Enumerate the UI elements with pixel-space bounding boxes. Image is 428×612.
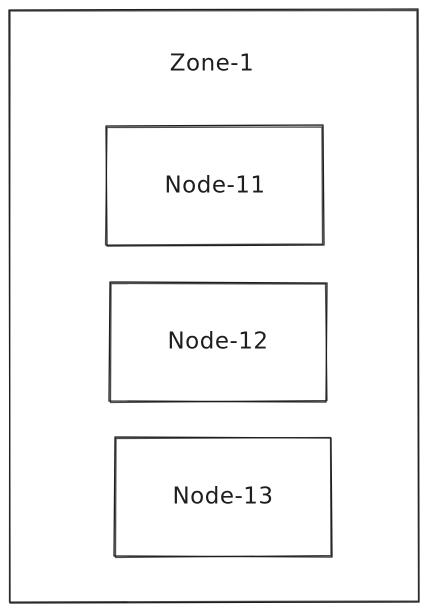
zone-1-border — [8, 8, 420, 604]
node-12-border-sketch — [109, 282, 328, 404]
node-12-label: Node-12 — [167, 329, 268, 355]
node-13[interactable]: Node-13 — [113, 436, 333, 559]
node-12-border — [108, 281, 328, 403]
node-12[interactable]: Node-12 — [108, 281, 328, 404]
zone-1-label: Zone-1 — [170, 51, 255, 77]
zone-1-border-sketch — [8, 9, 420, 603]
node-11-label: Node-11 — [164, 173, 265, 199]
node-11-border — [105, 124, 325, 247]
node-11[interactable]: Node-11 — [104, 124, 325, 247]
node-13-border-sketch — [114, 436, 332, 559]
node-11-border-sketch — [104, 126, 324, 246]
zone-1-container[interactable]: Zone-1 — [8, 8, 420, 604]
node-13-label: Node-13 — [172, 484, 273, 510]
